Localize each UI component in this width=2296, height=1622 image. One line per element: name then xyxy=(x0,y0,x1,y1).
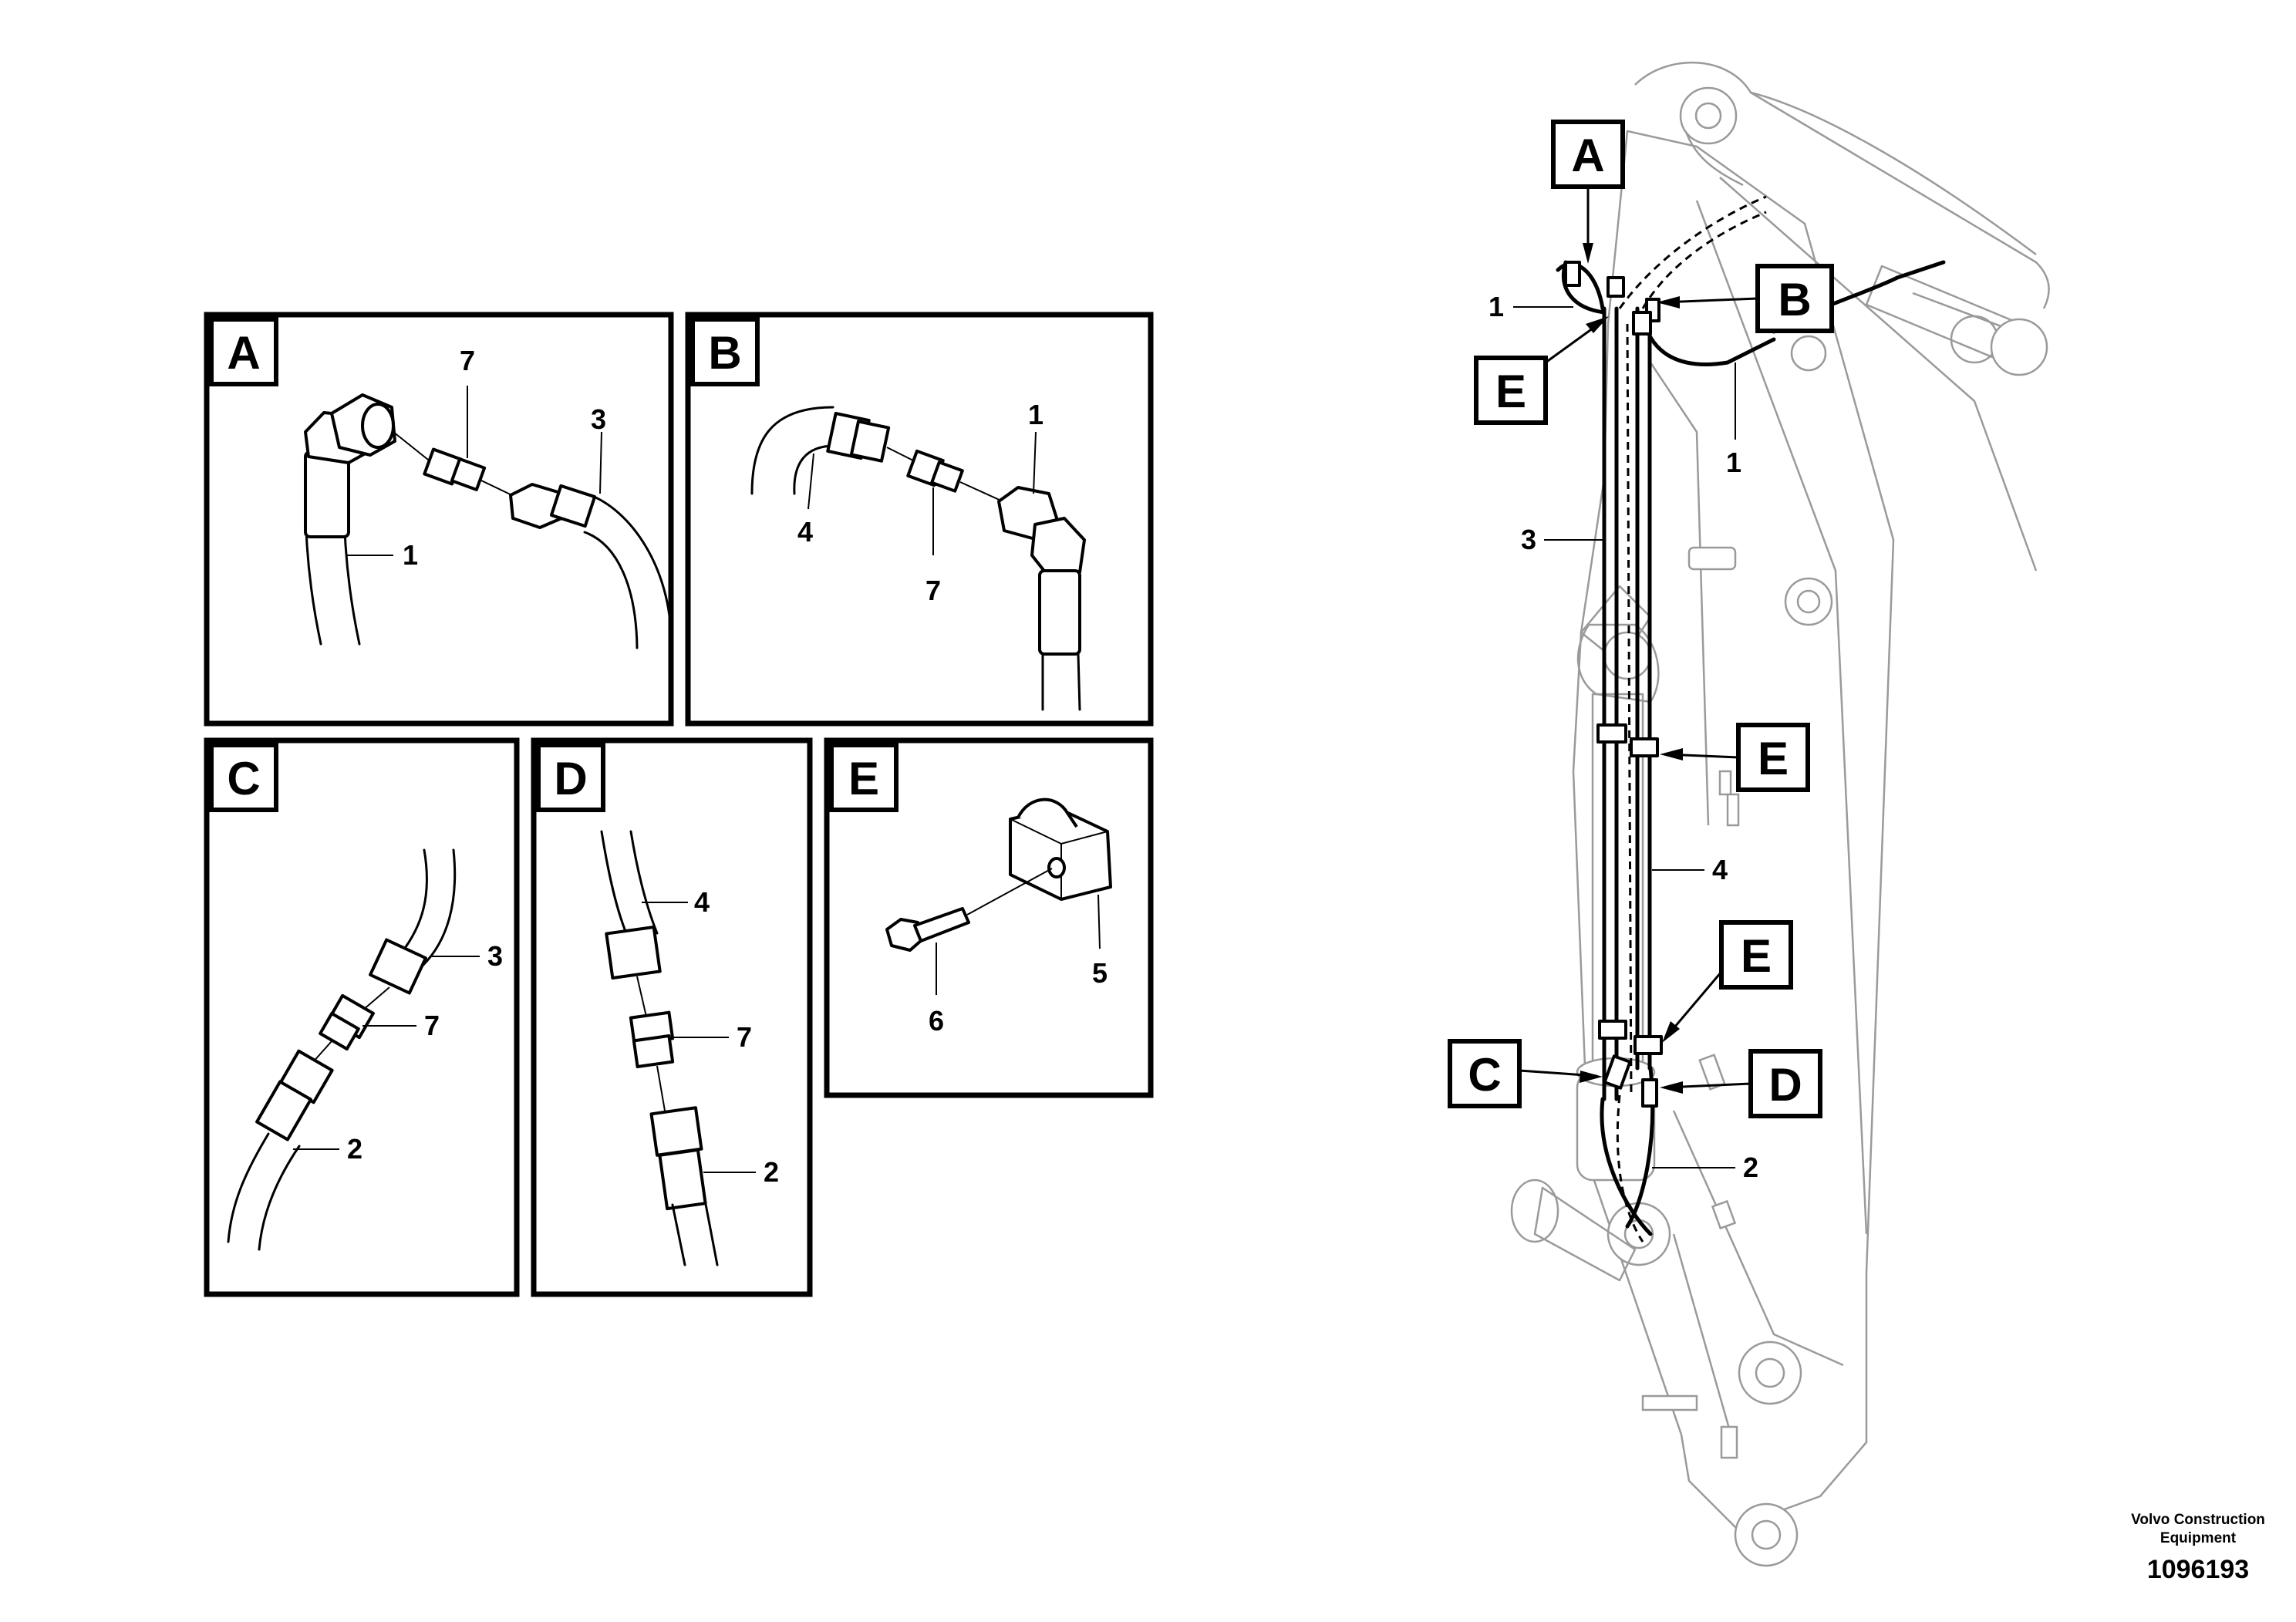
part-number: 5 xyxy=(1092,957,1108,989)
part-number: 4 xyxy=(694,886,710,918)
part-number: 3 xyxy=(1521,524,1536,555)
part-number: 1 xyxy=(1726,447,1741,478)
panel-b-title: B xyxy=(708,327,741,379)
part-number: 1 xyxy=(403,539,418,571)
detail-panel-c: C 3 7 2 xyxy=(204,737,520,1297)
callout-b-label: B xyxy=(1778,274,1811,325)
part-number: 7 xyxy=(424,1010,440,1041)
panel-d-title: D xyxy=(554,753,587,804)
detail-panel-e: E 5 6 xyxy=(824,737,1154,1098)
panel-a-title: A xyxy=(227,327,260,379)
excavator-arm-overview xyxy=(1510,62,2050,1567)
callout-c-label: C xyxy=(1468,1049,1501,1101)
part-number: 6 xyxy=(929,1005,944,1037)
callout-e-label: E xyxy=(1741,930,1772,982)
part-number: 7 xyxy=(925,575,941,606)
overview-callouts: A B E E E C D xyxy=(1448,120,1834,1118)
overview-part-numbers: 1 1 3 4 2 xyxy=(1489,291,1758,1183)
panel-e-title: E xyxy=(848,753,879,804)
part-number: 4 xyxy=(797,516,813,548)
drawing-code: 1096193 xyxy=(2147,1555,2249,1584)
part-number: 1 xyxy=(1028,399,1043,430)
part-number: 2 xyxy=(764,1156,779,1188)
part-number: 3 xyxy=(487,940,503,972)
part-number: 2 xyxy=(347,1133,362,1165)
part-number: 4 xyxy=(1712,854,1728,885)
panel-c-title: C xyxy=(227,753,260,804)
detail-panel-b: B 1 4 7 xyxy=(685,312,1154,727)
part-number: 1 xyxy=(1489,291,1504,322)
callout-a-label: A xyxy=(1571,130,1604,181)
brand-line-2: Equipment xyxy=(2160,1530,2237,1546)
part-number: 7 xyxy=(460,345,475,376)
part-number: 3 xyxy=(591,403,606,435)
part-number: 2 xyxy=(1743,1152,1758,1183)
brand-line-1: Volvo Construction xyxy=(2131,1512,2265,1528)
callout-e-label: E xyxy=(1495,366,1526,417)
detail-panel-a: A 7 3 1 xyxy=(204,312,674,727)
footer: Volvo Construction Equipment 1096193 xyxy=(2131,1512,2265,1584)
detail-panel-d: D 4 7 2 xyxy=(531,737,813,1297)
callout-e-label: E xyxy=(1758,733,1789,784)
part-number: 7 xyxy=(737,1021,752,1053)
callout-d-label: D xyxy=(1768,1059,1802,1111)
